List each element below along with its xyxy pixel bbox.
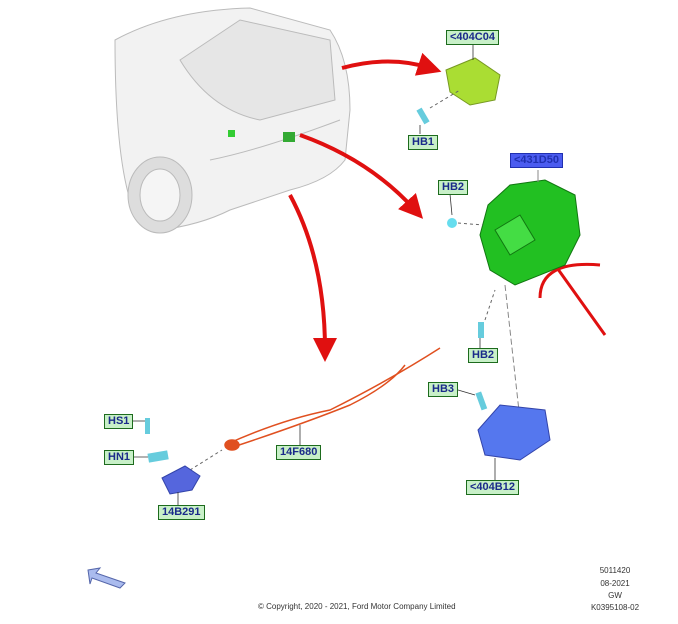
part-marker xyxy=(283,132,295,142)
leader-lines xyxy=(130,44,496,505)
illustration-date: 08-2021 xyxy=(600,579,630,588)
bolt-hb2-bottom[interactable] xyxy=(478,289,496,338)
bolt-hb3[interactable] xyxy=(475,391,488,411)
callout-arrows xyxy=(288,52,607,362)
callout-404C04[interactable]: <404C04 xyxy=(446,30,499,45)
copyright-text: © Copyright, 2020 - 2021, Ford Motor Com… xyxy=(258,602,456,611)
callout-hb3[interactable]: HB3 xyxy=(428,382,459,397)
part-marker xyxy=(228,130,235,137)
part-404C04[interactable] xyxy=(445,57,501,106)
callout-hb2-top[interactable]: HB2 xyxy=(438,180,469,195)
callout-404B12[interactable]: <404B12 xyxy=(466,480,519,495)
navigate-back-arrow-icon[interactable] xyxy=(87,567,126,589)
region-code: GW xyxy=(608,591,622,600)
reference-number: K0395108-02 xyxy=(590,603,640,612)
callout-431D50[interactable]: <431D50 xyxy=(510,153,563,168)
callout-hn1[interactable]: HN1 xyxy=(104,450,135,465)
illustration-number: 5011420 xyxy=(599,566,631,575)
callout-14F680[interactable]: 14F680 xyxy=(276,445,322,460)
nut-hn1[interactable] xyxy=(147,450,169,463)
callout-hb2-bottom[interactable]: HB2 xyxy=(468,348,499,363)
part-14B291[interactable] xyxy=(161,465,201,495)
bolt-hb2-top[interactable] xyxy=(447,218,484,228)
screw-hs1[interactable] xyxy=(145,418,150,434)
callout-hb1[interactable]: HB1 xyxy=(408,135,439,150)
vehicle-rear-illustration xyxy=(114,7,351,234)
callout-14B291[interactable]: 14B291 xyxy=(158,505,205,520)
wiring-harness-14F680[interactable] xyxy=(224,347,441,451)
callout-hs1[interactable]: HS1 xyxy=(104,414,134,429)
bolt-hb1[interactable] xyxy=(416,89,461,125)
part-404B12[interactable] xyxy=(477,404,551,461)
